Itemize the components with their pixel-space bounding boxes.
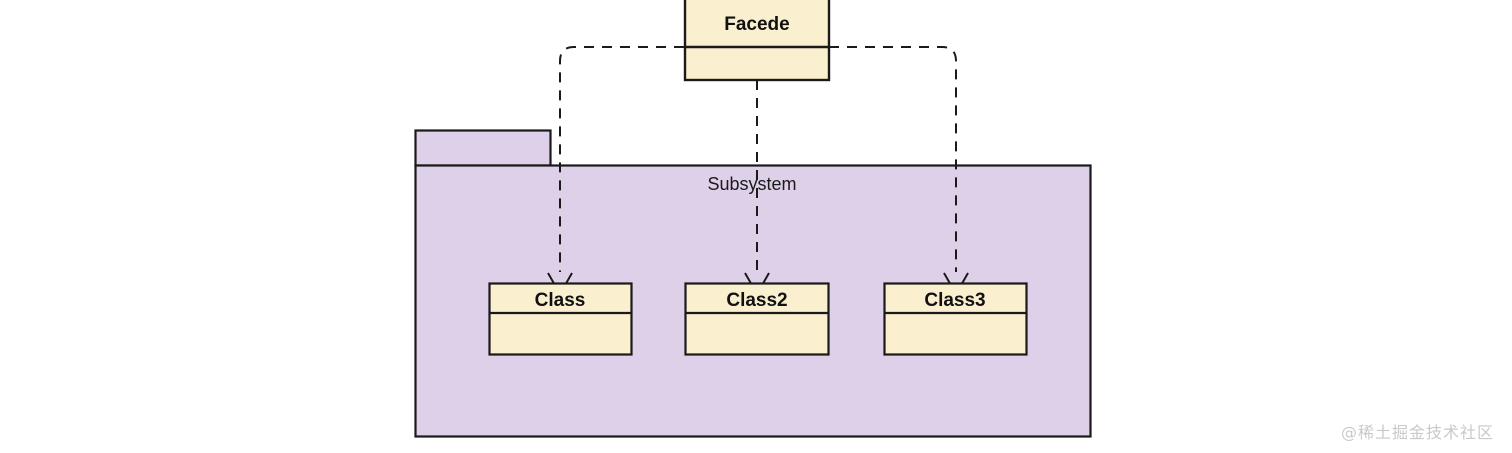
class-outline — [488, 282, 633, 356]
class2-outline — [684, 282, 830, 356]
facede-name-label: Facede — [724, 14, 789, 35]
class-name-label: Class — [535, 290, 586, 311]
class-box-class[interactable]: Class — [488, 282, 633, 356]
dependency-line-right — [829, 46, 957, 272]
class-box-class3[interactable]: Class3 — [883, 282, 1028, 356]
facede-outline — [683, 0, 831, 82]
class-box-class2[interactable]: Class2 — [684, 282, 830, 356]
class2-name-label: Class2 — [726, 290, 787, 311]
package-label: Subsystem — [707, 174, 796, 194]
watermark-label: @稀土掘金技术社区 — [1340, 423, 1494, 442]
class3-outline — [883, 282, 1028, 356]
dependency-line-left — [559, 46, 684, 272]
package-tab — [414, 129, 552, 167]
class-box-facede[interactable]: Facede — [683, 0, 831, 82]
class3-name-label: Class3 — [924, 290, 985, 311]
